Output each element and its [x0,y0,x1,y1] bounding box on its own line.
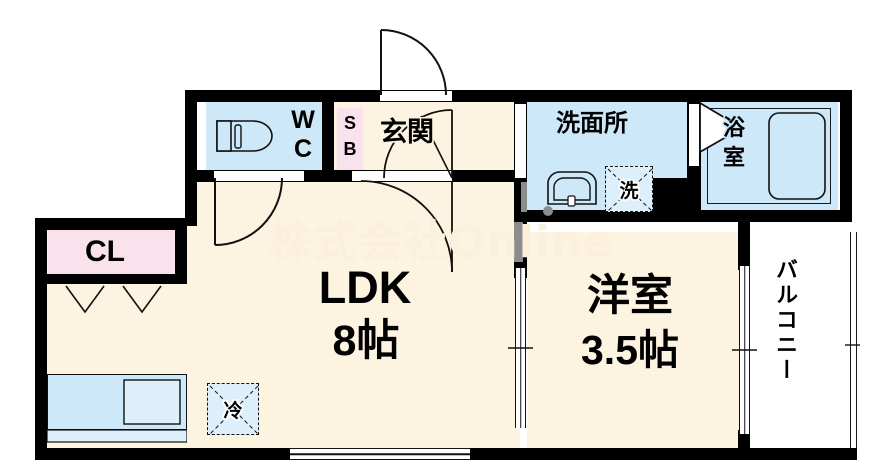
wall-bathroom-bottom [687,210,852,222]
doorjamb-ldk-bedroom [514,222,523,262]
opening-entrance-door [380,91,452,101]
label-wc-line1: W [291,106,315,134]
kitchen-counter-icon [46,373,188,443]
label-balcony: バルコニー [773,258,798,383]
wall-right-outer-top [840,90,852,222]
room-balcony-floor [745,232,855,450]
label-ldk-size: 8帖 [332,317,400,365]
balcony-outer-edge [856,232,858,448]
label-bathroom-line1: 浴 [722,115,745,140]
sink-icon [547,171,597,207]
toilet-icon [216,120,273,152]
balcony-rail [850,232,856,448]
wall-washroom-bottom [514,210,689,222]
opening-entrance-ldk-door [352,171,452,181]
wall-left-outer [35,218,47,458]
fridge-diagonals-icon [209,385,259,435]
fridge-label: 冷 [223,400,243,422]
washing-machine-space: 洗 [605,166,653,212]
room-bedroom-floor [527,232,740,450]
room-closet-fill [48,228,180,276]
label-washroom: 洗面所 [556,110,628,137]
label-bedroom: 洋室 [587,272,673,320]
label-bathroom: 浴 室 [716,117,752,169]
refrigerator-space: 冷 [207,383,259,435]
wall-closet-right [175,218,187,280]
label-closet: CL [85,235,125,268]
label-ldk: LDK [318,262,412,313]
sliding-door-ldk-bedroom[interactable] [515,268,526,428]
label-bedroom-size: 3.5帖 [581,327,679,373]
toilet-fixture [213,117,281,155]
label-wc-line2: C [293,135,313,163]
washroom-floor-drain [543,206,553,216]
wall-top-outer [185,90,840,102]
washer-label: 洗 [619,180,639,202]
wall-ldk-upper-left [185,180,197,226]
watermark: 株式会社Online [268,217,615,268]
wall-bedroom-right-top [738,222,750,270]
wall-washroom-bottom-right [650,178,690,212]
wall-closet-top [35,218,187,230]
wall-closet-bottom [35,274,187,284]
wall-balcony-bottom [745,448,857,460]
opening-wc-door [214,171,304,181]
wall-wc-left [185,90,197,182]
label-bathroom-line2: 室 [722,145,745,170]
bathtub [766,110,828,202]
door-entrance-main-icon [380,29,447,96]
label-sb-line2: B [343,139,357,159]
wash-basin [545,170,599,208]
label-sb-line1: S [343,113,356,133]
kitchen-sink-counter [46,373,188,444]
bathtub-icon [768,112,826,200]
label-shoebox: S B [337,114,363,158]
label-entrance: 玄関 [380,117,434,147]
bathroom-inner-outline [707,108,831,204]
opening-washroom-door [515,104,526,178]
label-wc: W C [281,108,325,162]
doorjamb-washroom [521,182,527,212]
window-ldk-bottom[interactable] [290,448,470,460]
washer-diagonals-icon [607,168,653,212]
sliding-door-bedroom-balcony[interactable] [739,266,750,434]
opening-bathroom-door [689,104,699,166]
wall-wc-entrance-divider [322,90,334,182]
room-shoebox-fill [337,108,363,170]
